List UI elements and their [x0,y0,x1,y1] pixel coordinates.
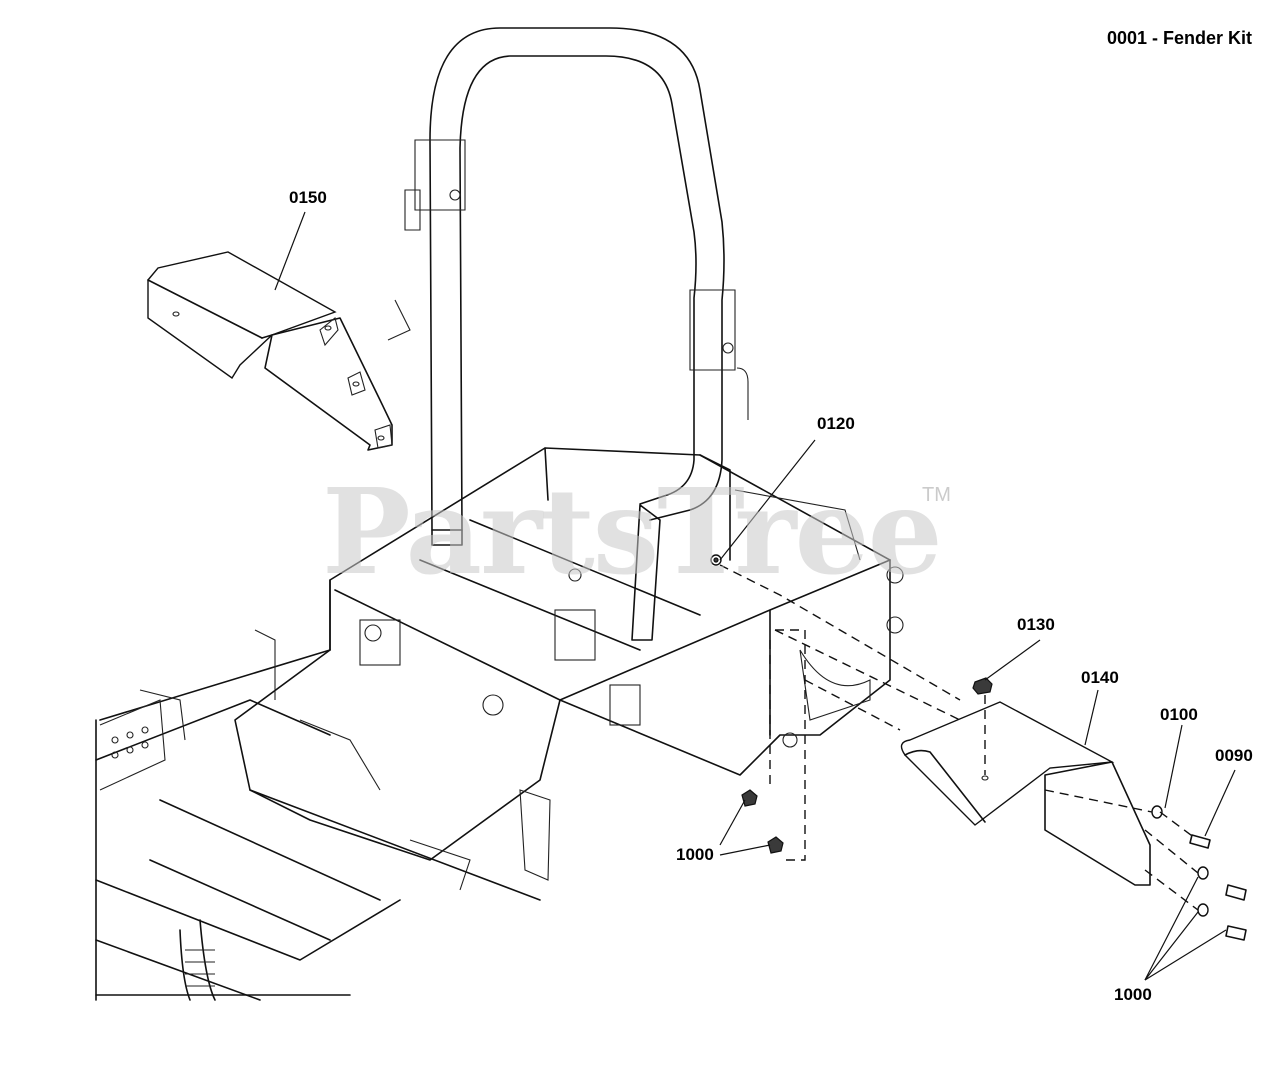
callout-0120[interactable]: 0120 [817,414,855,433]
callout-1000-nuts[interactable]: 1000 [676,845,714,864]
callout-0150[interactable]: 0150 [289,188,327,207]
callout-0090[interactable]: 0090 [1215,746,1253,765]
diagram-title: 0001 - Fender Kit [1106,28,1252,48]
watermark: PartsTree [322,462,943,601]
trademark-symbol: TM [922,484,951,506]
roll-bar [387,27,749,641]
hardware-fasteners [710,554,1247,941]
callout-0130[interactable]: 0130 [1017,615,1055,634]
callout-0100[interactable]: 0100 [1160,705,1198,724]
part-0150-left-fender [147,251,393,451]
part-0140-right-fender [900,701,1151,886]
callout-leaders [274,211,1236,981]
callout-0140[interactable]: 0140 [1081,668,1119,687]
mower-frame [95,447,904,1001]
assembly-lines [719,564,1199,911]
callout-1000-washers[interactable]: 1000 [1114,985,1152,1004]
